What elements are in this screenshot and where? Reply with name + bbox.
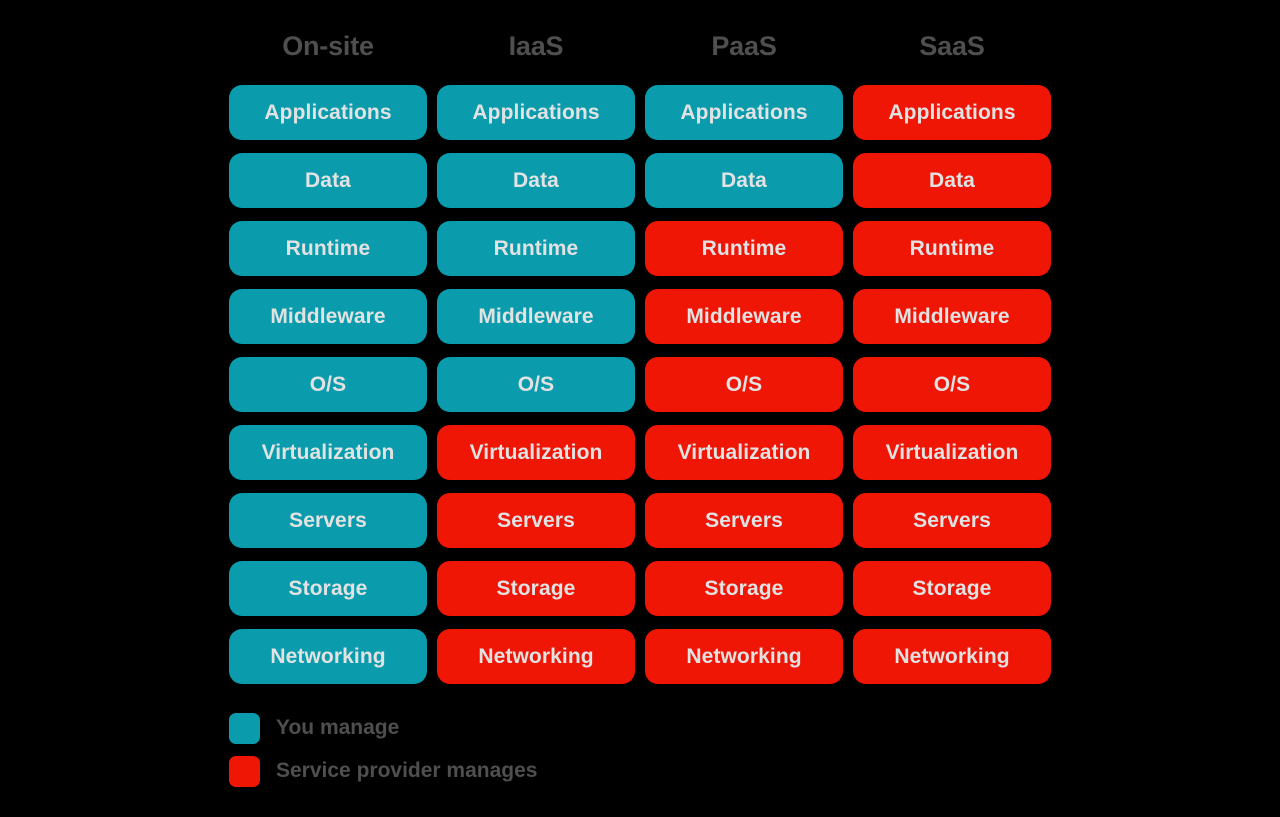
- cell-on-site-data[interactable]: Data: [229, 153, 427, 208]
- cell-on-site-virtualization[interactable]: Virtualization: [229, 425, 427, 480]
- legend-swatch-provider: [229, 755, 260, 787]
- cell-saas-applications[interactable]: Applications: [853, 85, 1051, 140]
- legend-label-you: You manage: [276, 716, 400, 739]
- cell-paas-storage[interactable]: Storage: [645, 561, 843, 616]
- cell-on-site-storage[interactable]: Storage: [229, 561, 427, 616]
- cell-iaas-virtualization[interactable]: Virtualization: [437, 425, 635, 480]
- cell-on-site-o-s[interactable]: O/S: [229, 357, 427, 412]
- cell-saas-runtime[interactable]: Runtime: [853, 221, 1051, 276]
- column-header-iaas: IaaS: [508, 30, 564, 61]
- cell-saas-middleware[interactable]: Middleware: [853, 289, 1051, 344]
- cell-paas-o-s[interactable]: O/S: [645, 357, 843, 412]
- cell-paas-applications[interactable]: Applications: [645, 85, 843, 140]
- legend-label-provider: Service provider manages: [276, 759, 538, 782]
- cell-saas-virtualization[interactable]: Virtualization: [853, 425, 1051, 480]
- cell-saas-networking[interactable]: Networking: [853, 629, 1051, 684]
- cell-paas-networking[interactable]: Networking: [645, 629, 843, 684]
- cell-iaas-o-s[interactable]: O/S: [437, 357, 635, 412]
- legend-item-provider: Service provider manages: [229, 755, 537, 787]
- column-header-on-site: On-site: [282, 30, 374, 61]
- cell-iaas-applications[interactable]: Applications: [437, 85, 635, 140]
- column-header-paas: PaaS: [711, 30, 777, 61]
- cell-paas-runtime[interactable]: Runtime: [645, 221, 843, 276]
- cell-on-site-servers[interactable]: Servers: [229, 493, 427, 548]
- cell-iaas-runtime[interactable]: Runtime: [437, 221, 635, 276]
- cell-on-site-middleware[interactable]: Middleware: [229, 289, 427, 344]
- cell-on-site-applications[interactable]: Applications: [229, 85, 427, 140]
- cell-iaas-storage[interactable]: Storage: [437, 561, 635, 616]
- cell-saas-o-s[interactable]: O/S: [853, 357, 1051, 412]
- cell-iaas-data[interactable]: Data: [437, 153, 635, 208]
- cell-paas-middleware[interactable]: Middleware: [645, 289, 843, 344]
- cell-paas-virtualization[interactable]: Virtualization: [645, 425, 843, 480]
- cell-on-site-networking[interactable]: Networking: [229, 629, 427, 684]
- cell-paas-servers[interactable]: Servers: [645, 493, 843, 548]
- cell-saas-storage[interactable]: Storage: [853, 561, 1051, 616]
- cell-paas-data[interactable]: Data: [645, 153, 843, 208]
- column-header-row: On-site IaaS PaaS SaaS: [229, 22, 1051, 70]
- cell-iaas-middleware[interactable]: Middleware: [437, 289, 635, 344]
- cell-saas-servers[interactable]: Servers: [853, 493, 1051, 548]
- cell-iaas-servers[interactable]: Servers: [437, 493, 635, 548]
- column-header-saas: SaaS: [919, 30, 985, 61]
- legend-item-you: You manage: [229, 712, 537, 744]
- cell-on-site-runtime[interactable]: Runtime: [229, 221, 427, 276]
- cell-saas-data[interactable]: Data: [853, 153, 1051, 208]
- legend-swatch-you: [229, 712, 260, 744]
- cell-iaas-networking[interactable]: Networking: [437, 629, 635, 684]
